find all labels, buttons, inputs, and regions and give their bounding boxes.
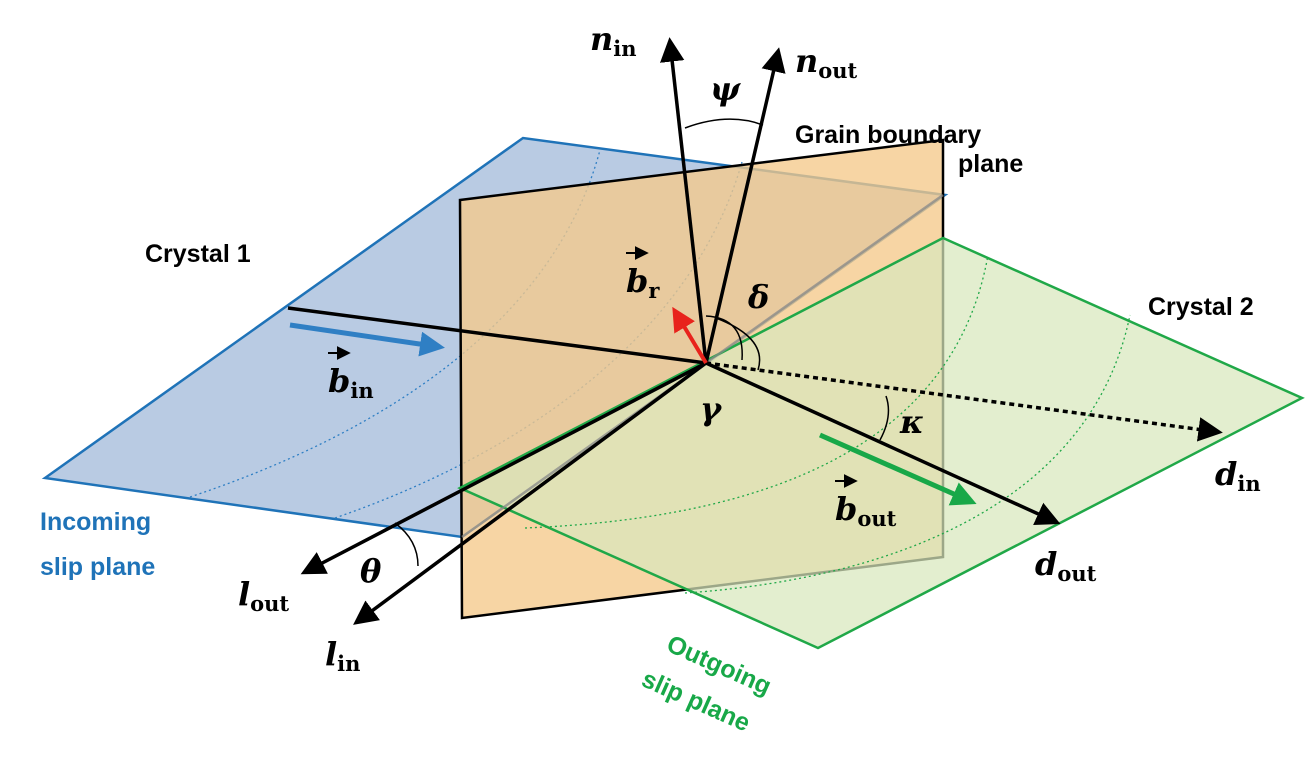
n-out-label: nout bbox=[795, 42, 858, 83]
delta-label: δ bbox=[747, 278, 769, 316]
angle-labels: ψ δ γ κ θ bbox=[360, 70, 924, 590]
incoming-trace-line bbox=[287, 306, 707, 365]
incoming-slip-plane-label-line2: slip plane bbox=[40, 553, 155, 581]
gamma-label: γ bbox=[700, 390, 723, 428]
kappa-label: κ bbox=[899, 403, 924, 441]
d-out-label: dout bbox=[1035, 545, 1097, 586]
crystal-1-label: Crystal 1 bbox=[145, 240, 251, 268]
b-out-label: bout bbox=[835, 490, 897, 531]
theta-arc bbox=[394, 522, 419, 567]
d-out-vector bbox=[705, 361, 1061, 526]
kappa-arc bbox=[879, 395, 890, 441]
l-out-vector bbox=[300, 361, 707, 575]
delta-arc bbox=[715, 317, 761, 371]
l-in-vector bbox=[353, 361, 708, 625]
d-in-label: din bbox=[1215, 455, 1261, 496]
grain-boundary-label-line2: plane bbox=[958, 150, 1023, 178]
n-in-label: nin bbox=[590, 20, 637, 61]
gamma-arc bbox=[705, 315, 743, 361]
theta-label: θ bbox=[360, 552, 382, 590]
n-in-vector bbox=[660, 37, 708, 364]
psi-arc bbox=[684, 118, 764, 129]
outgoing-dotted-arcs bbox=[524, 254, 1131, 594]
n-out-vector bbox=[704, 47, 786, 364]
b-r-arrow bbox=[672, 306, 708, 365]
vector-labels: nin nout bin bout br din dout lin lout bbox=[238, 20, 1261, 676]
crystal-2-label: Crystal 2 bbox=[1148, 293, 1254, 321]
l-out-label: lout bbox=[238, 575, 289, 616]
b-out-arrow bbox=[818, 432, 977, 506]
grain-boundary-label-line1: Grain boundary bbox=[795, 121, 981, 149]
angle-arcs bbox=[394, 118, 890, 567]
b-in-arrow bbox=[289, 322, 445, 357]
b-r-label: br bbox=[626, 262, 660, 303]
incoming-slip-plane-label-line1: Incoming bbox=[40, 508, 151, 536]
l-in-label: lin bbox=[325, 635, 360, 676]
b-in-label: bin bbox=[328, 362, 374, 403]
psi-label: ψ bbox=[710, 70, 741, 108]
